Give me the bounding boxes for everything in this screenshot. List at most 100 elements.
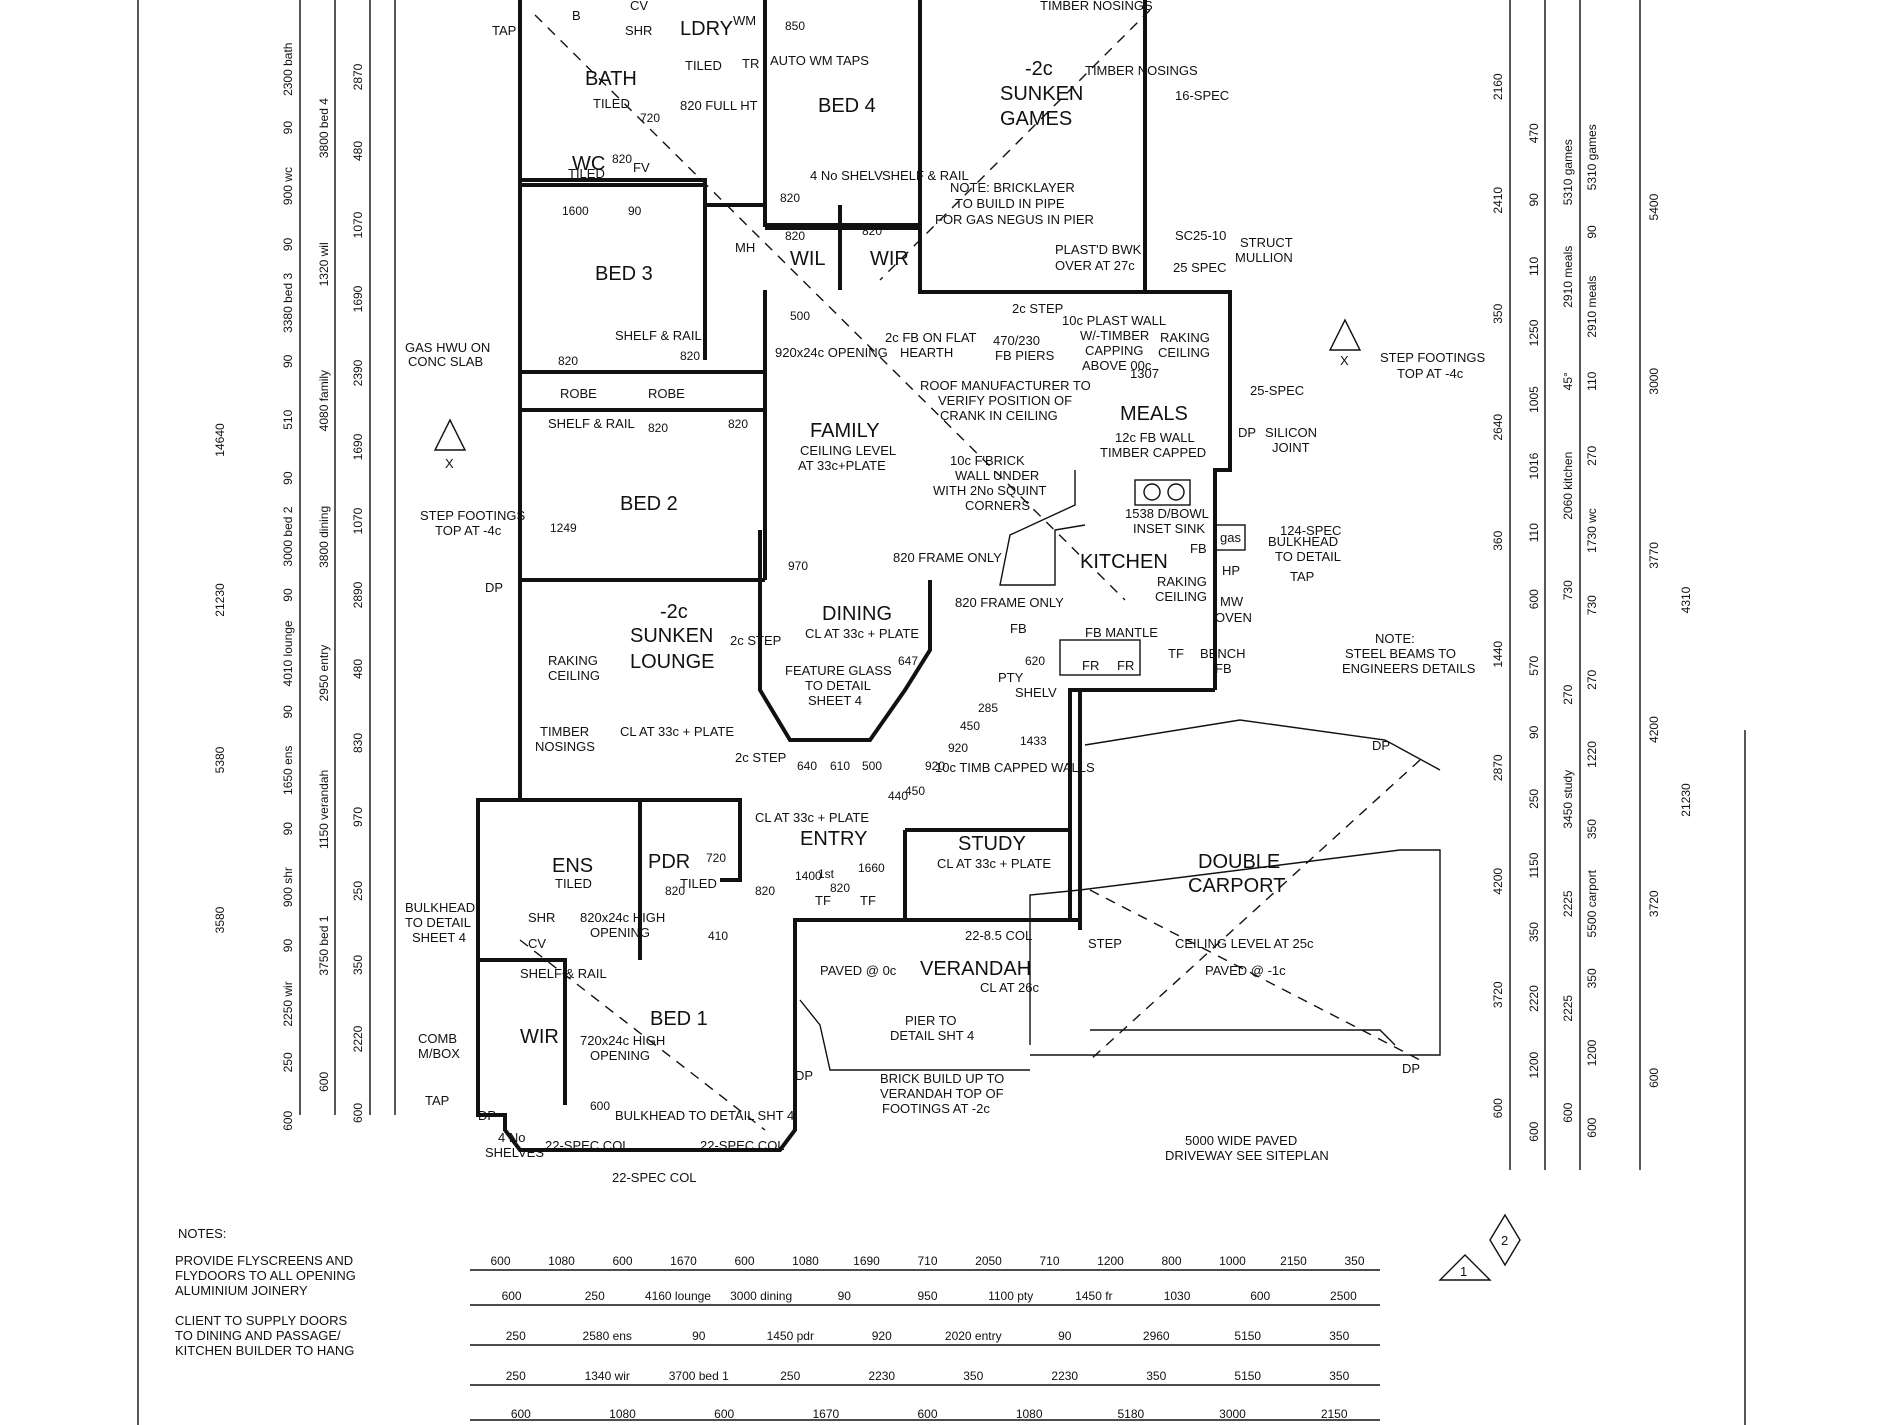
dim-820-e: 820 xyxy=(558,354,578,368)
note-raking-2: CEILING xyxy=(1158,345,1210,360)
left-dim-c3-9: 830 xyxy=(351,733,365,753)
left-dim-c3-10: 970 xyxy=(351,807,365,827)
note-fb-wall-2: TIMBER CAPPED xyxy=(1100,445,1206,460)
right-dim-c4-5: 1730 wc xyxy=(1585,508,1599,553)
label-tap-top: TAP xyxy=(492,23,516,38)
note-shelv: 4 No SHELV xyxy=(810,168,883,183)
note-shelves-2: SHELVES xyxy=(485,1145,544,1160)
right-dim-c3-1: 2910 meals xyxy=(1561,246,1575,308)
room-bed1: BED 1 xyxy=(650,1008,708,1030)
right-dim-c1-3: 2640 xyxy=(1491,414,1505,441)
dim-500-b: 500 xyxy=(862,759,882,773)
note-brick-build-3: FOOTINGS AT -2c xyxy=(882,1101,990,1116)
room-carport-1: DOUBLE xyxy=(1198,851,1280,873)
right-dim-c2-15: 600 xyxy=(1527,1121,1541,1141)
bottom-dim-r3-7: 2960 xyxy=(1143,1329,1170,1343)
right-dim-c4-1: 90 xyxy=(1585,225,1599,239)
left-dim-c1-2: 900 wc xyxy=(281,167,295,205)
label-fr-2: FR xyxy=(1117,658,1134,673)
note-steel-1: NOTE: xyxy=(1375,631,1415,646)
left-dim-c3-6: 1070 xyxy=(351,507,365,534)
dim-440: 440 xyxy=(888,789,908,803)
bottom-dim-r4-0: 250 xyxy=(506,1369,526,1383)
note-shelf-rail-bed3: SHELF & RAIL xyxy=(615,328,702,343)
carport-roof xyxy=(1084,719,1441,771)
room-ens: ENS xyxy=(552,855,593,877)
bottom-dim-r1-4: 600 xyxy=(734,1254,754,1268)
note-family-ceiling-2: AT 33c+PLATE xyxy=(798,458,886,473)
right-dim-c4-4: 270 xyxy=(1585,446,1599,466)
dimension-lines-right xyxy=(1509,0,1641,1170)
note-shelf-rail-bed2: SHELF & RAIL xyxy=(548,416,635,431)
note-bulkhead-l-1: BULKHEAD xyxy=(405,900,475,915)
left-dim-c1-1: 90 xyxy=(281,121,295,135)
wall-study xyxy=(905,688,1215,832)
bottom-dim-r2-8: 1030 xyxy=(1164,1289,1191,1303)
bottom-dim-r3-5: 2020 entry xyxy=(945,1329,1002,1343)
label-gas: gas xyxy=(1220,530,1241,545)
left-dim-c1-12: 1650 ens xyxy=(281,746,295,795)
dim-820-a: 820 xyxy=(612,152,632,166)
room-bed2: BED 2 xyxy=(620,493,678,515)
note-high-opening-2: OPENING xyxy=(590,925,650,940)
note-study-cl: CL AT 33c + PLATE xyxy=(937,856,1051,871)
note-bulkhead-r-1: BULKHEAD xyxy=(1268,534,1338,549)
dim-1660: 1660 xyxy=(858,861,885,875)
right-dim-c3-9: 600 xyxy=(1561,1102,1575,1122)
left-dim-c3-2: 1070 xyxy=(351,211,365,238)
right-dim-c5-5: 600 xyxy=(1647,1068,1661,1088)
label-wm: WM xyxy=(733,13,756,28)
section-marker-left xyxy=(433,418,467,451)
right-dim-c2-11: 1150 xyxy=(1527,852,1541,878)
room-bed4: BED 4 xyxy=(818,95,876,117)
note-fbrick-3: WITH 2No SQUINT xyxy=(933,483,1046,498)
right-dim-c1-7: 4200 xyxy=(1491,868,1505,895)
room-bed3: BED 3 xyxy=(595,263,653,285)
note-steel-3: ENGINEERS DETAILS xyxy=(1342,661,1476,676)
right-dim-c3-7: 2225 xyxy=(1561,890,1575,917)
bottom-dim-r5-8: 2150 xyxy=(1321,1407,1348,1421)
note-fbrick-1: 10c F'BRICK xyxy=(950,453,1025,468)
note-step-2c-a: 2c STEP xyxy=(730,633,781,648)
note-lounge-timber-1: TIMBER xyxy=(540,724,589,739)
elevation-number-1: 1 xyxy=(1460,1264,1467,1279)
left-dim-c1-6: 510 xyxy=(281,409,295,429)
note-bulkhead-bottom: BULKHEAD TO DETAIL SHT 4 xyxy=(615,1108,794,1123)
label-dp-4: DP xyxy=(1372,738,1390,753)
room-kitchen: KITCHEN xyxy=(1080,551,1168,573)
left-dim-c2-3: 3800 dining xyxy=(317,506,331,568)
bottom-dim-r4-7: 350 xyxy=(1146,1369,1166,1383)
note-driveway-2: DRIVEWAY SEE SITEPLAN xyxy=(1165,1148,1329,1163)
note-bricklayer-3: FOR GAS NEGUS IN PIER xyxy=(935,212,1094,227)
dim-1433: 1433 xyxy=(1020,734,1047,748)
dim-820-k: 820 xyxy=(665,884,685,898)
bottom-dim-r1-10: 1200 xyxy=(1097,1254,1124,1268)
note-lounge-raking-1: RAKING xyxy=(548,653,598,668)
room-verandah: VERANDAH xyxy=(920,958,1031,980)
label-dp-2: DP xyxy=(478,1108,496,1123)
label-dp-1: DP xyxy=(485,580,503,595)
left-dim-c1-0: 2300 bath xyxy=(281,43,295,96)
room-lounge-level: -2c xyxy=(660,601,688,623)
bottom-dim-r3-2: 90 xyxy=(692,1329,706,1343)
note-entry-cl: CL AT 33c + PLATE xyxy=(755,810,869,825)
dim-450: 450 xyxy=(905,784,925,798)
right-dim-c3-3: 2060 kitchen xyxy=(1561,452,1575,520)
label-fb-k2: FB xyxy=(1190,541,1207,556)
bottom-dim-r5-7: 3000 xyxy=(1219,1407,1246,1421)
note-feature-glass-1: FEATURE GLASS xyxy=(785,663,892,678)
section-markers xyxy=(433,318,1521,1281)
section-x-right: X xyxy=(1340,353,1349,368)
left-dim-c1-4: 3380 bed 3 xyxy=(281,273,295,333)
bottom-dim-r1-13: 2150 xyxy=(1280,1254,1307,1268)
left-dim-c2-4: 2950 entry xyxy=(317,645,331,702)
right-dim-c1-1: 2410 xyxy=(1491,187,1505,214)
bottom-dim-r1-9: 710 xyxy=(1039,1254,1059,1268)
bottom-dim-r3-6: 90 xyxy=(1058,1329,1072,1343)
bottom-dim-r3-1: 2580 ens xyxy=(583,1329,632,1343)
left-dim-c4-1: 21230 xyxy=(213,583,227,617)
right-dim-c4-10: 5500 carport xyxy=(1585,869,1599,937)
note-tap-r: TAP xyxy=(1290,569,1314,584)
right-dim-c1-9: 600 xyxy=(1491,1098,1505,1118)
general-notes: NOTES: PROVIDE FLYSCREENS AND FLYDOORS T… xyxy=(175,1226,356,1358)
